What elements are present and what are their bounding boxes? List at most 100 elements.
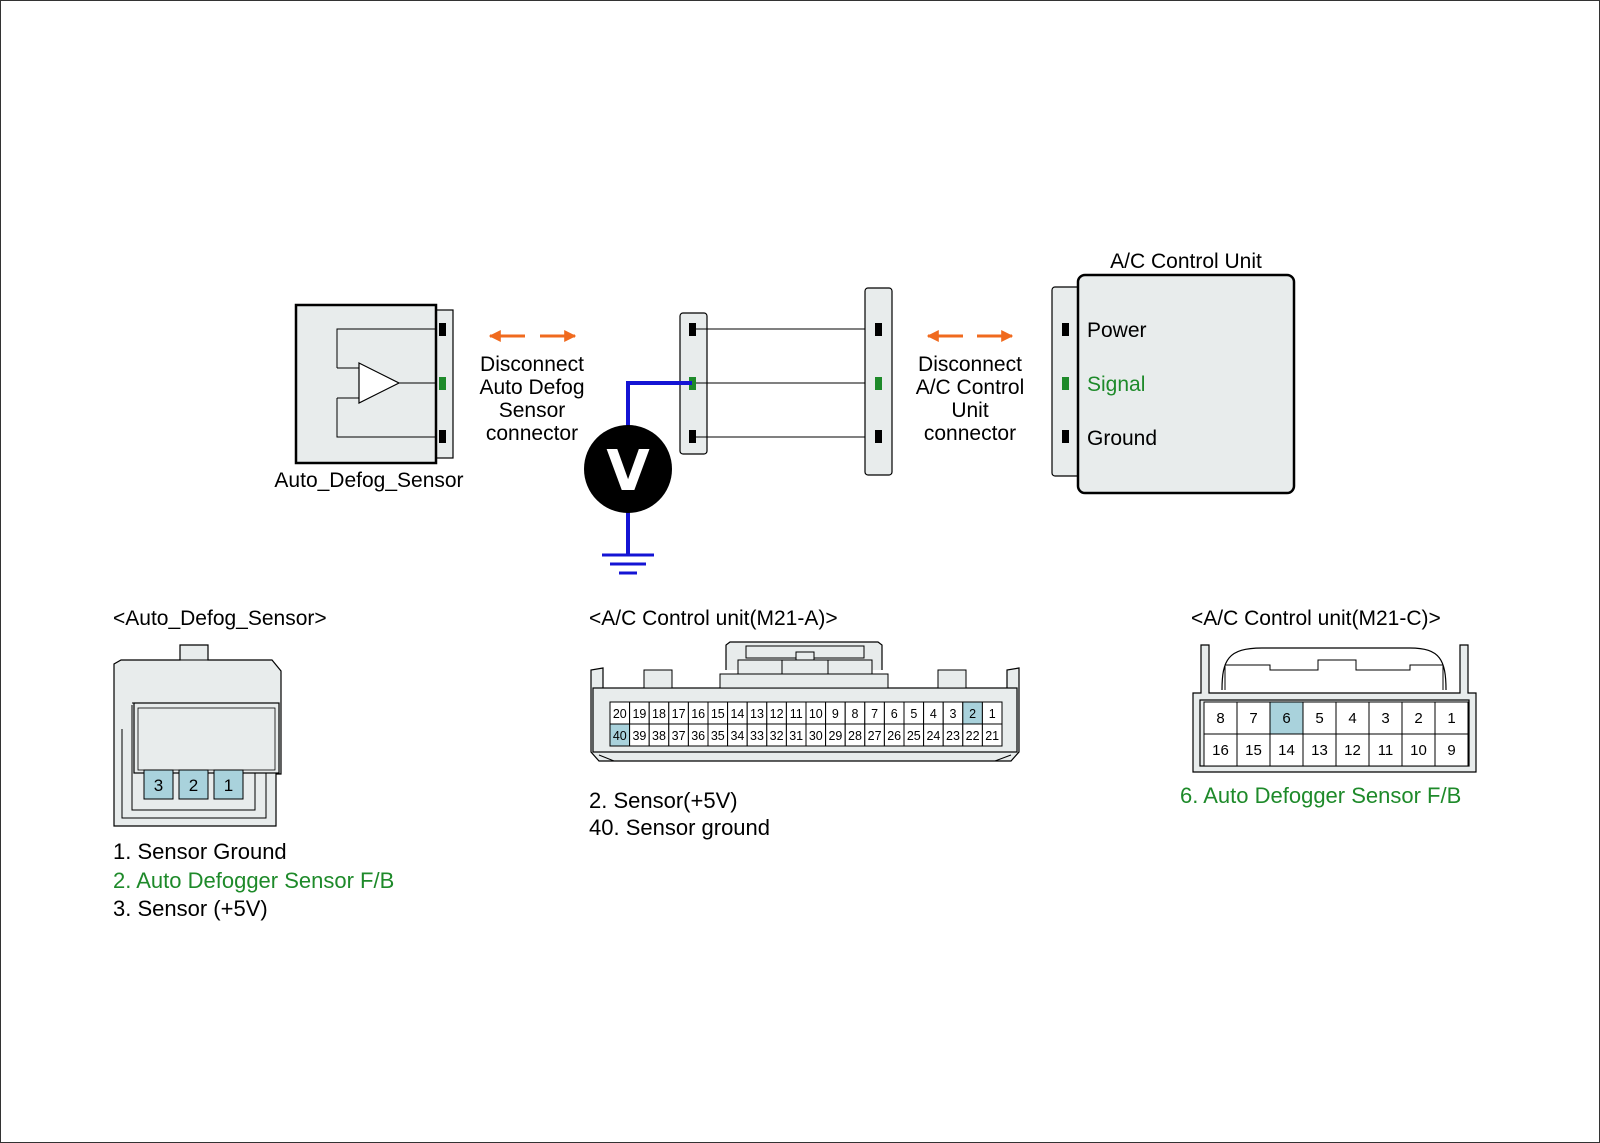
voltmeter-symbol: V	[606, 439, 650, 504]
m21a-pin-label-17: 17	[672, 707, 686, 721]
m21a-pin-label-32: 32	[770, 729, 784, 743]
connector-sensor-legend: 1. Sensor Ground 2. Auto Defogger Sensor…	[113, 839, 394, 921]
m21c-pin-label-6: 6	[1282, 710, 1290, 727]
sensor-terminal-bottom	[439, 430, 446, 443]
ground-icon	[602, 553, 654, 575]
m21a-pin-label-8: 8	[852, 707, 859, 721]
m21a-pin-label-22: 22	[966, 729, 980, 743]
m21a-pin-label-11: 11	[790, 707, 803, 721]
m21c-pin-cell-13	[1302, 733, 1337, 767]
m21a-pin-label-6: 6	[891, 707, 898, 721]
m21a-pin-label-10: 10	[809, 707, 823, 721]
sensor-pin-label-1: 1	[224, 776, 233, 795]
m21a-pin-label-38: 38	[652, 729, 666, 743]
m21a-pin-label-9: 9	[832, 707, 839, 721]
m21a-pin-label-24: 24	[926, 729, 940, 743]
m21a-pin-label-31: 31	[789, 729, 803, 743]
voltmeter-icon	[584, 425, 672, 513]
m21a-pin-label-20: 20	[613, 707, 627, 721]
m21a-pin-label-5: 5	[910, 707, 917, 721]
sensor-pin-label-2: 2	[189, 776, 198, 795]
sensor-legend-1: 1. Sensor Ground	[113, 839, 287, 864]
m21a-pin-label-30: 30	[809, 729, 823, 743]
svg-text:Unit: Unit	[951, 399, 989, 422]
sensor-pin-cell-3	[143, 769, 174, 800]
disconnect-acu-text: Disconnect A/C Control Unit connector	[916, 353, 1025, 445]
m21a-pin-cell-21	[981, 723, 1003, 747]
m21a-pin-label-34: 34	[730, 729, 744, 743]
m21a-pin-label-39: 39	[632, 729, 646, 743]
m21c-pin-label-14: 14	[1278, 742, 1295, 759]
m21a-pin-label-2: 2	[969, 707, 976, 721]
m21a-pin-label-7: 7	[871, 707, 878, 721]
sensor-label: Auto_Defog_Sensor	[274, 469, 463, 492]
connector-m21a-legend: 2. Sensor(+5V) 40. Sensor ground	[589, 788, 770, 840]
m21a-pin-label-1: 1	[989, 707, 996, 721]
connector-sensor: <Auto_Defog_Sensor> 3 2 1	[113, 607, 327, 827]
m21c-pin-label-5: 5	[1315, 710, 1323, 727]
m21a-pin-label-29: 29	[828, 729, 842, 743]
m21a-pin-label-37: 37	[672, 729, 686, 743]
sensor-pin-label-3: 3	[154, 776, 163, 795]
m21c-pin-label-3: 3	[1381, 710, 1389, 727]
svg-text:Disconnect: Disconnect	[918, 353, 1022, 376]
m21a-pin-label-16: 16	[691, 707, 705, 721]
amplifier-triangle-icon	[358, 362, 401, 404]
m21a-legend-2: 40. Sensor ground	[589, 815, 770, 840]
m21a-pin-label-23: 23	[946, 729, 960, 743]
m21a-pin-label-35: 35	[711, 729, 725, 743]
acu-power-label: Power	[1087, 319, 1147, 342]
m21c-pin-cell-7	[1236, 701, 1271, 735]
m21c-pin-label-11: 11	[1378, 742, 1394, 759]
m21a-pin-label-28: 28	[848, 729, 862, 743]
voltmeter: V	[584, 381, 692, 575]
harness-wires	[696, 328, 875, 438]
m21c-pin-label-9: 9	[1447, 742, 1455, 759]
m21a-pin-label-25: 25	[907, 729, 921, 743]
acu-terminal-signal	[1062, 377, 1069, 390]
m21c-legend-1: 6. Auto Defogger Sensor F/B	[1180, 783, 1461, 808]
m21a-pin-label-33: 33	[750, 729, 764, 743]
m21c-pin-label-12: 12	[1344, 742, 1361, 759]
connector-m21c-title: <A/C Control unit(M21-C)>	[1191, 607, 1441, 630]
m21c-pin-label-1: 1	[1447, 710, 1455, 727]
m21a-pin-label-12: 12	[770, 707, 784, 721]
m21c-pin-label-7: 7	[1249, 710, 1257, 727]
svg-text:Disconnect: Disconnect	[480, 353, 584, 376]
acu-terminal-ground	[1062, 430, 1069, 443]
connector-m21a-title: <A/C Control unit(M21-A)>	[589, 607, 838, 630]
m21c-pin-label-15: 15	[1245, 742, 1262, 759]
m21a-pin-label-13: 13	[750, 707, 764, 721]
sensor-pin-cell-2	[178, 769, 209, 800]
svg-text:Sensor: Sensor	[499, 399, 566, 422]
m21a-pin-label-36: 36	[691, 729, 705, 743]
m21c-pin-cell-10	[1401, 733, 1436, 767]
m21c-pin-cell-6	[1269, 701, 1304, 735]
acu-terminal-power	[1062, 323, 1069, 336]
m21c-pin-cell-16	[1203, 733, 1238, 767]
sensor-legend-3: 3. Sensor (+5V)	[113, 896, 268, 921]
m21c-pin-cell-11	[1368, 733, 1403, 767]
m21a-pin-label-14: 14	[730, 707, 744, 721]
harness-connector-right	[864, 287, 893, 476]
acu-ground-label: Ground	[1087, 427, 1157, 450]
m21c-pin-label-8: 8	[1216, 710, 1224, 727]
connector-sensor-title: <Auto_Defog_Sensor>	[113, 607, 327, 630]
sensor-terminal-top	[439, 323, 446, 336]
m21a-pin-label-26: 26	[887, 729, 901, 743]
sensor-legend-2: 2. Auto Defogger Sensor F/B	[113, 868, 394, 893]
m21a-pin-label-19: 19	[632, 707, 646, 721]
svg-text:connector: connector	[924, 422, 1016, 445]
m21a-pin-label-18: 18	[652, 707, 666, 721]
m21a-pin-label-3: 3	[950, 707, 957, 721]
sensor-pin-cell-1	[213, 769, 244, 800]
sensor-terminal-signal	[439, 377, 446, 390]
m21c-pin-label-13: 13	[1311, 742, 1328, 759]
m21a-pin-label-21: 21	[985, 729, 999, 743]
m21a-legend-1: 2. Sensor(+5V)	[589, 788, 738, 813]
m21c-pin-cell-12	[1335, 733, 1370, 767]
acu-title: A/C Control Unit	[1110, 250, 1262, 273]
disconnect-sensor-text: Disconnect Auto Defog Sensor connector	[479, 353, 584, 445]
